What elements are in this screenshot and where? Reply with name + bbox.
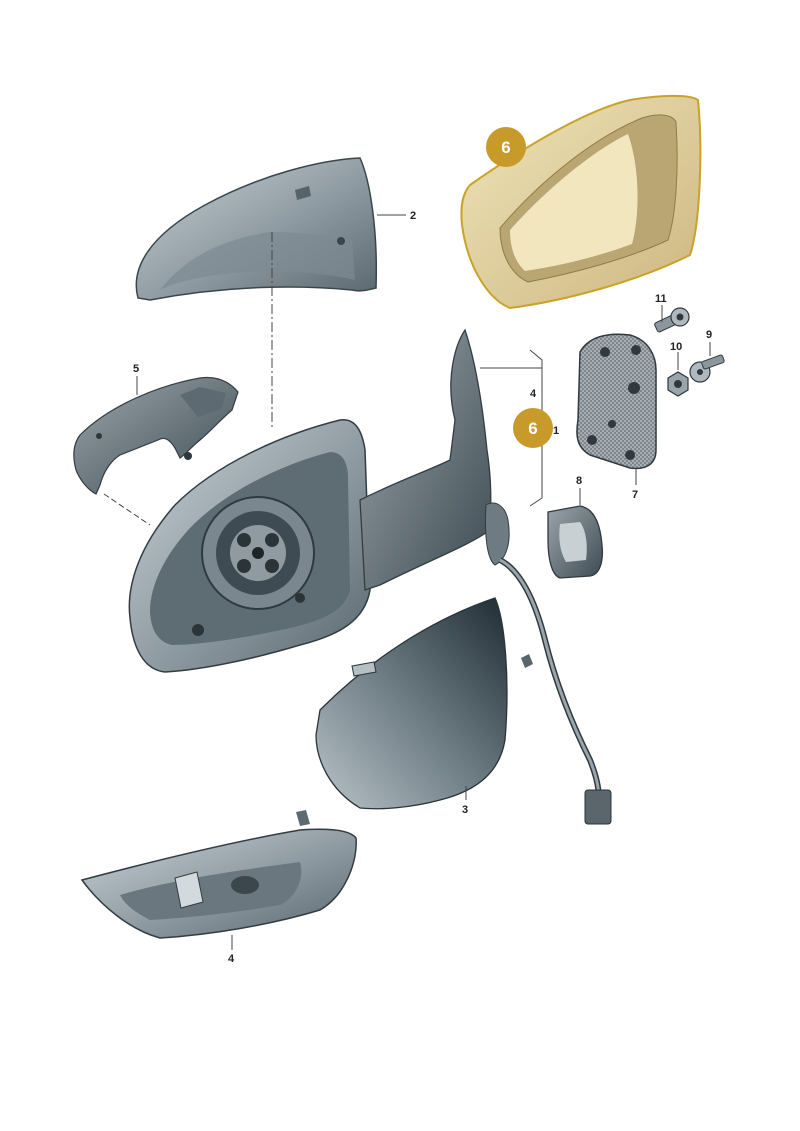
leader-5-dash (103, 493, 151, 526)
part-8-turn-signal (547, 505, 604, 579)
part-1-mirror-housing (128, 328, 510, 673)
part-4-lower-cover (80, 810, 357, 939)
part-2-upper-cover (135, 157, 378, 301)
callout-1: 1 (553, 425, 559, 437)
part-3-mirror-glass (315, 597, 508, 810)
callout-3: 3 (462, 804, 468, 816)
callout-10: 10 (670, 341, 682, 353)
callout-7: 7 (632, 489, 638, 501)
callout-6-top: 6 (501, 138, 510, 157)
part-9-bolt (689, 354, 725, 383)
callout-4-lower: 4 (228, 953, 235, 965)
callout-9: 9 (706, 329, 712, 341)
part-cable-harness (498, 557, 612, 825)
callout-4-upper: 4 (530, 388, 537, 400)
callout-2: 2 (410, 210, 416, 222)
callout-6-middle: 6 (528, 419, 537, 438)
callout-11: 11 (655, 293, 667, 305)
part-5-bracket (73, 376, 239, 495)
part-10-nut (667, 371, 689, 397)
part-7-mounting-plate (576, 333, 657, 470)
callout-5: 5 (133, 363, 139, 375)
badge-6-middle (513, 408, 553, 448)
part-11-screw (654, 307, 690, 333)
part-6-mirror-glass-highlight (460, 94, 702, 310)
callout-8: 8 (576, 475, 582, 487)
badge-6-top (486, 127, 526, 167)
